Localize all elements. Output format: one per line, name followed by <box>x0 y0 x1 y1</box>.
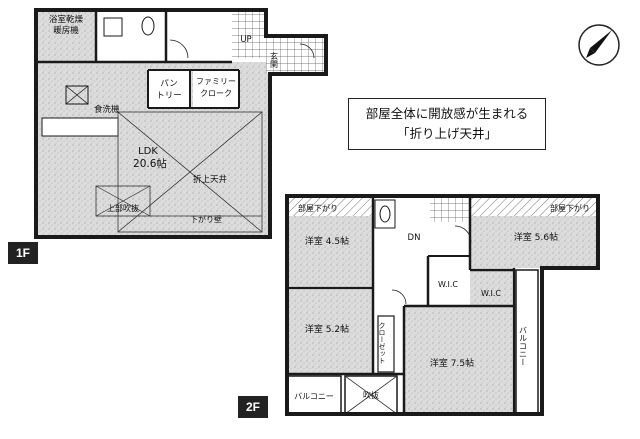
floor2-walkin1-label: W.I.C <box>438 280 458 289</box>
floor1-closet-label-2: クローク <box>200 89 232 98</box>
floor2-outer-wall <box>285 194 600 416</box>
floor2-room-a <box>287 216 373 286</box>
floor2-plan: 部屋下がり 部屋下がり 洋室 4.5帖 洋室 5.6帖 洋室 5.2帖 洋室 7… <box>285 194 600 416</box>
floor2-toilet-room <box>374 199 396 229</box>
floor1-atrium-box <box>95 185 151 217</box>
floor2-room-a-label: 洋室 4.5帖 <box>305 235 349 247</box>
floor2-toilet <box>379 205 391 223</box>
floor1-dishwasher-label: 食洗機 <box>94 104 120 115</box>
floor2-room-c <box>287 290 373 374</box>
floor1-badge: 1F <box>8 242 38 264</box>
floor2-room-b-label: 洋室 5.6帖 <box>514 231 558 243</box>
floor2-drop-left <box>287 198 373 216</box>
floor1-atrium-label: 上部吹抜 <box>107 203 139 213</box>
floor2-badge: 2F <box>238 396 268 418</box>
floor1-stairs-up-label: UP <box>240 35 251 45</box>
callout-line-1: 部屋全体に開放感が生まれる <box>365 106 529 121</box>
floor2-walkin2 <box>470 270 512 306</box>
floor1-entrance-label: 玄関 <box>270 51 279 69</box>
floor1-drop-ceiling-label: 下がり壁 <box>190 214 222 224</box>
floor2-atrium-label: 吹抜 <box>363 390 379 400</box>
floor2-balcony-left-label: バルコニー <box>294 392 334 401</box>
floor1-entrance-area <box>266 36 326 74</box>
floor2-walkin1 <box>428 258 468 306</box>
floor2-drop-right <box>470 198 598 216</box>
floor2-stairs-down-label: DN <box>408 233 421 243</box>
ceiling-callout-box: 部屋全体に開放感が生まれる 「折り上げ天井」 <box>348 98 546 150</box>
floor2-room-d <box>404 306 512 414</box>
floor1-family-closet <box>193 70 239 108</box>
north-arrow-icon <box>578 24 620 66</box>
floor1-pantry <box>148 70 190 108</box>
floor2-drop-left-label: 部屋下がり <box>298 203 338 213</box>
floor1-toilet <box>141 16 155 36</box>
callout-line-2: 「折り上げ天井」 <box>396 126 497 141</box>
floor1-laundry-label-1: 浴室乾燥 <box>49 14 84 25</box>
floor2-closet-box <box>377 315 395 373</box>
floor2-drop-right-label: 部屋下がり <box>550 203 590 213</box>
floor2-room-c-label: 洋室 5.2帖 <box>305 323 349 335</box>
floor1-tv-box <box>65 85 89 105</box>
floor2-balcony-right-label: バルコニー <box>519 326 528 366</box>
floor1-bath-area <box>36 10 96 62</box>
floor1-ceiling-label: 折上天井 <box>193 174 227 185</box>
floor1-stairs <box>232 12 266 58</box>
floor2-stairs <box>430 198 470 222</box>
floor1-closet-label-1: ファミリー <box>196 77 236 86</box>
floor1-pantry-label-2: トリー <box>156 91 182 101</box>
floor2-balcony-left <box>286 375 342 415</box>
floor1-ldk-size: 20.6帖 <box>133 157 167 170</box>
floor1-laundry-label-2: 暖房機 <box>53 25 79 36</box>
floor1-pantry-label-1: パン <box>160 79 177 89</box>
floor1-kitchen-counter <box>41 117 119 137</box>
floor2-closet-label: クローゼット <box>378 322 386 364</box>
floor2-walkin2-label: W.I.C <box>481 289 501 298</box>
floor2-room-b <box>470 216 598 268</box>
floor1-ldk-label: LDK <box>138 146 158 157</box>
floor1-washer <box>103 17 123 37</box>
floor1-plan: 浴室乾燥 暖房機 食洗機 パン トリー ファミリー クローク LDK 20.6帖… <box>34 8 328 239</box>
floor2-room-d-label: 洋室 7.5帖 <box>430 357 474 369</box>
floor1-outer-wall <box>34 8 328 239</box>
